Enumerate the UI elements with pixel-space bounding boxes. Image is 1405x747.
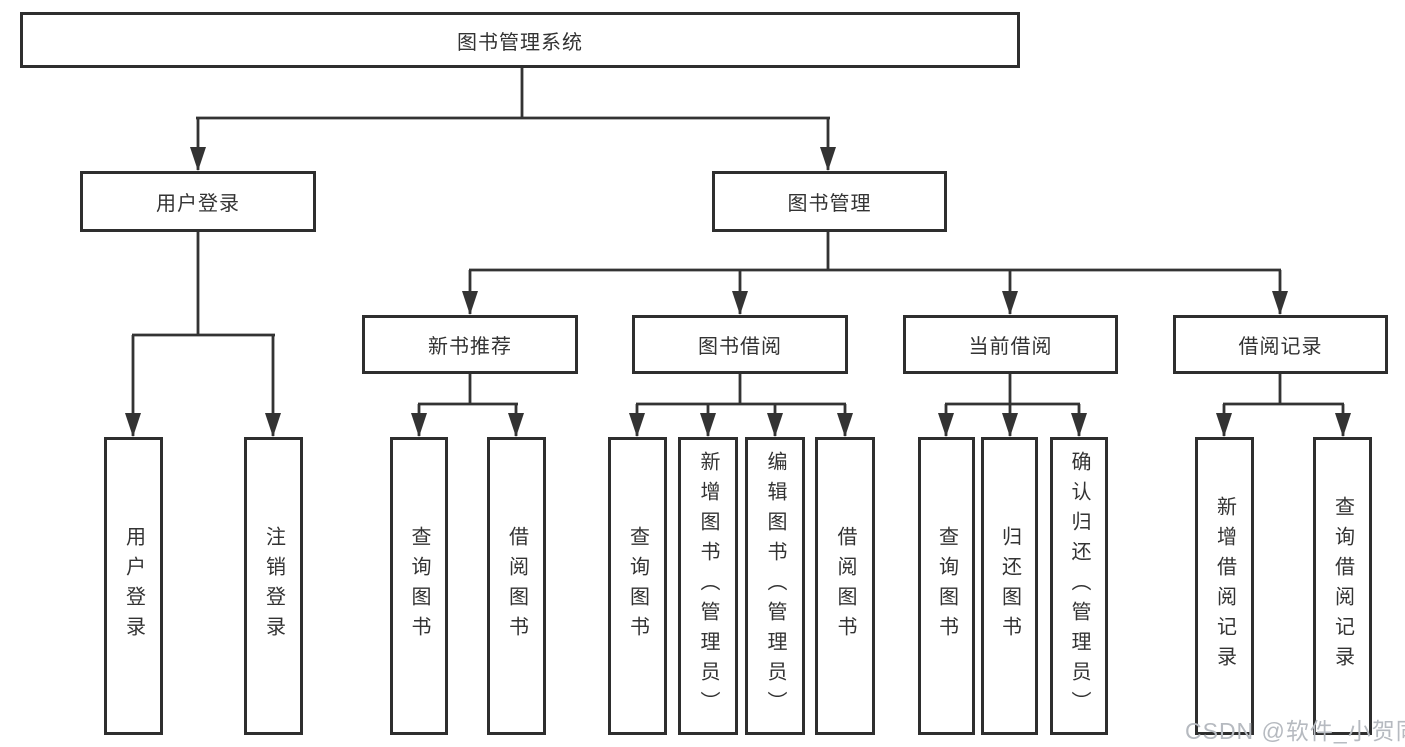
leaf-add-borrow-record-label: 新增借阅记录 [1213, 496, 1236, 676]
node-root-label: 图书管理系统 [457, 31, 583, 54]
leaf-confirm-return-admin-label: 确认归还（管理员） [1068, 451, 1090, 721]
leaf-confirm-return-admin: 确认归还（管理员） [1050, 437, 1108, 735]
csdn-watermark: CSDN @软件_小贺同学 [1185, 718, 1405, 744]
node-user-login-branch-label: 用户登录 [156, 193, 240, 215]
node-book-management: 图书管理 [712, 171, 947, 232]
leaf-query-books-current: 查询图书 [918, 437, 975, 735]
leaf-user-login: 用户登录 [104, 437, 163, 735]
leaf-query-books-borrowing-label: 查询图书 [626, 526, 649, 646]
node-current-borrowing: 当前借阅 [903, 315, 1118, 374]
leaf-logout: 注销登录 [244, 437, 303, 735]
leaf-query-books-recommend: 查询图书 [390, 437, 448, 735]
leaf-query-books-recommend-label: 查询图书 [408, 526, 430, 646]
leaf-add-borrow-record: 新增借阅记录 [1195, 437, 1254, 735]
leaf-logout-label: 注销登录 [262, 526, 285, 646]
node-borrowing-records-label: 借阅记录 [1238, 336, 1323, 358]
leaf-borrow-books-recommend-label: 借阅图书 [505, 526, 528, 646]
node-book-borrowing: 图书借阅 [632, 315, 848, 374]
leaf-return-books-label: 归还图书 [998, 526, 1021, 646]
leaf-return-books: 归还图书 [981, 437, 1038, 735]
node-book-borrowing-label: 图书借阅 [698, 336, 782, 358]
leaf-query-books-current-label: 查询图书 [935, 526, 958, 646]
node-user-login-branch: 用户登录 [80, 171, 316, 232]
node-current-borrowing-label: 当前借阅 [968, 336, 1053, 358]
leaf-query-borrow-record: 查询借阅记录 [1313, 437, 1372, 735]
leaf-query-books-borrowing: 查询图书 [608, 437, 667, 735]
leaf-user-login-label: 用户登录 [122, 526, 145, 646]
leaf-add-books-admin: 新增图书（管理员） [678, 437, 738, 735]
leaf-borrow-books-recommend: 借阅图书 [487, 437, 546, 735]
leaf-add-books-admin-label: 新增图书（管理员） [697, 451, 719, 721]
node-book-management-label: 图书管理 [787, 193, 872, 215]
leaf-edit-books-admin-label: 编辑图书（管理员） [764, 451, 786, 721]
node-root: 图书管理系统 [20, 12, 1020, 68]
node-new-book-recommend: 新书推荐 [362, 315, 578, 374]
node-new-book-recommend-label: 新书推荐 [428, 336, 512, 358]
node-borrowing-records: 借阅记录 [1173, 315, 1388, 374]
leaf-edit-books-admin: 编辑图书（管理员） [745, 437, 805, 735]
leaf-query-borrow-record-label: 查询借阅记录 [1331, 496, 1354, 676]
leaf-borrow-books-borrowing-label: 借阅图书 [834, 526, 856, 646]
leaf-borrow-books-borrowing: 借阅图书 [815, 437, 875, 735]
